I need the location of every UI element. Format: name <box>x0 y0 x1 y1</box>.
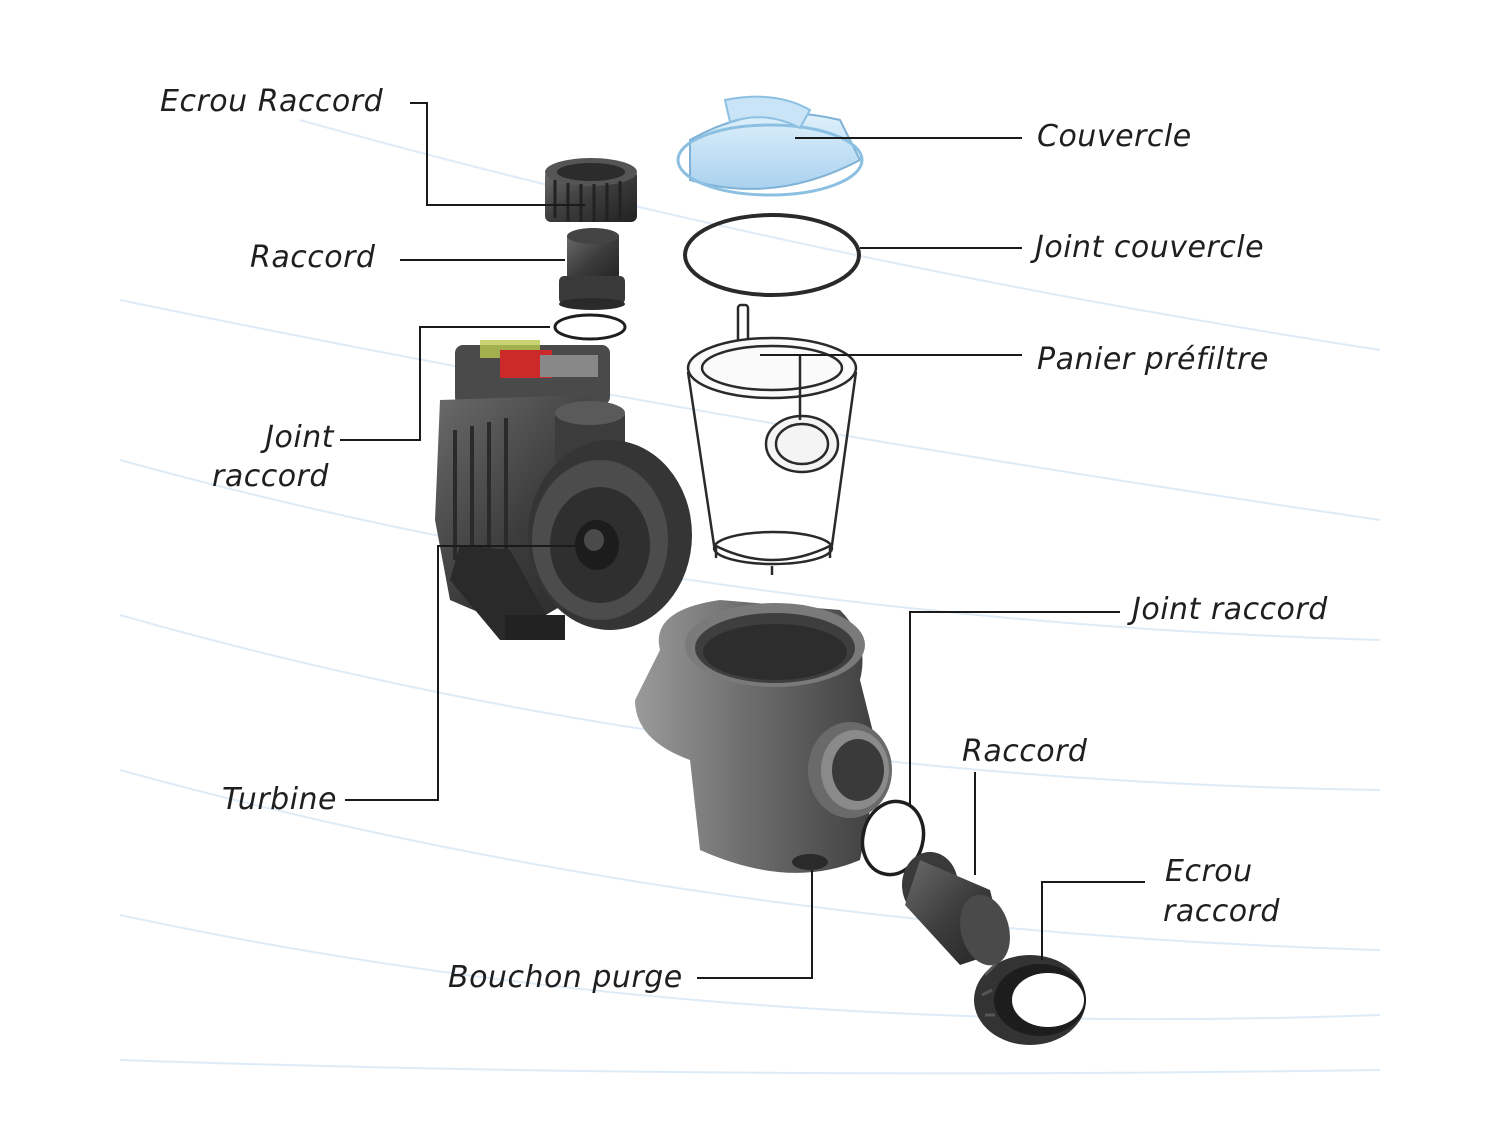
label-ecrou-raccord-right-line2: raccord <box>1163 894 1280 929</box>
right-union-fitting-part <box>902 852 1010 966</box>
background-swooshes <box>119 119 1381 1075</box>
lid-part <box>676 95 864 197</box>
prefilter-basket-part <box>686 303 858 575</box>
top-union-fitting-part <box>559 228 625 310</box>
label-joint-couvercle: Joint couvercle <box>1035 230 1265 265</box>
label-ecrou-raccord-right-line1: Ecrou <box>1165 854 1253 889</box>
right-union-oring-part <box>860 799 926 877</box>
label-joint-raccord-left-line1: Joint <box>265 420 334 455</box>
label-couvercle: Couvercle <box>1037 119 1192 154</box>
label-joint-raccord-right: Joint raccord <box>1132 592 1328 627</box>
lid-oring-part <box>683 213 861 297</box>
motor-part <box>435 340 692 640</box>
label-raccord-left: Raccord <box>250 240 376 275</box>
label-raccord-right: Raccord <box>962 734 1088 769</box>
label-ecrou-raccord-top: Ecrou Raccord <box>160 84 384 119</box>
pump-housing-part <box>635 600 892 873</box>
label-joint-raccord-left-line2: raccord <box>212 459 329 494</box>
top-union-nut-part <box>545 158 637 222</box>
leader-lines <box>340 102 1145 979</box>
label-panier-prefiltre: Panier préfiltre <box>1037 342 1269 377</box>
label-turbine: Turbine <box>222 782 338 817</box>
label-bouchon-purge: Bouchon purge <box>448 960 683 995</box>
top-union-oring-part <box>553 313 627 341</box>
right-union-nut-part <box>974 955 1086 1045</box>
